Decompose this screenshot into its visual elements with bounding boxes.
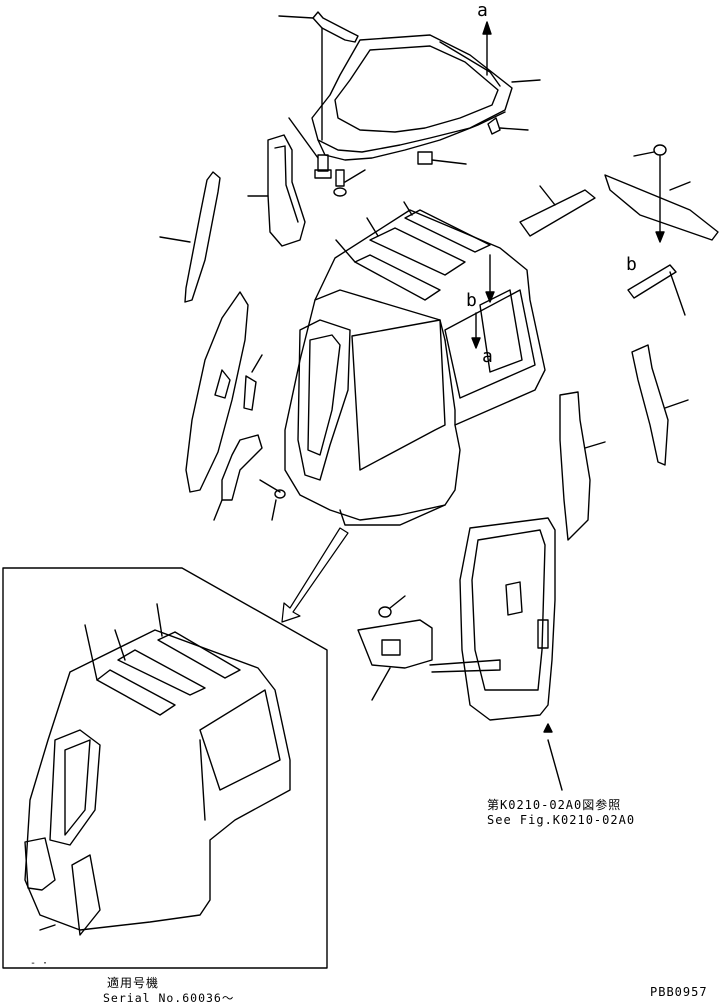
fastener bbox=[487, 117, 529, 135]
leader-line bbox=[403, 201, 413, 216]
trim-strip-right bbox=[627, 264, 686, 316]
callout-b-right: b bbox=[626, 254, 637, 275]
pillar-trim-left-long bbox=[159, 171, 221, 303]
arrow-head bbox=[482, 21, 492, 35]
leader-line bbox=[547, 739, 563, 791]
door bbox=[459, 517, 556, 721]
bolt bbox=[288, 117, 332, 179]
side-panel-left bbox=[185, 291, 263, 493]
arrow-head bbox=[543, 723, 553, 733]
pillar-trim-right bbox=[631, 344, 689, 466]
leader-line bbox=[511, 79, 541, 83]
inset-frame bbox=[2, 567, 328, 969]
trim-bar bbox=[519, 185, 596, 237]
cab-frame bbox=[284, 209, 546, 526]
reference-text-en: See Fig.K0210-02A0 bbox=[487, 813, 636, 827]
callout-a-mid: a bbox=[482, 346, 493, 367]
leader-line bbox=[278, 15, 314, 19]
clip-small bbox=[633, 144, 667, 157]
leader-line bbox=[366, 217, 379, 237]
block bbox=[417, 151, 467, 165]
stud bbox=[333, 169, 366, 197]
arrow-head bbox=[485, 291, 495, 303]
inset-arrow bbox=[281, 527, 349, 623]
door-handle bbox=[357, 595, 501, 701]
callout-a-top: a bbox=[477, 0, 488, 21]
roof-panel bbox=[311, 34, 513, 161]
roof-clip bbox=[312, 11, 359, 43]
callout-b-mid: b bbox=[466, 290, 477, 311]
inset-mark: - · bbox=[30, 958, 48, 969]
pillar-trim-center bbox=[559, 391, 606, 541]
arrow-head bbox=[471, 337, 481, 349]
arrow-head bbox=[655, 231, 665, 243]
reference-text-jp: 第K0210-02A0図参照 bbox=[487, 798, 622, 812]
drawing-code: PBB0957 bbox=[650, 985, 708, 999]
corner-trim-left-lower bbox=[213, 434, 286, 521]
pillar-trim-left-upper bbox=[247, 134, 306, 247]
serial-number: Serial No.60036～ bbox=[103, 991, 235, 1005]
rail-bracket bbox=[604, 174, 719, 241]
serial-label-jp: 適用号機 bbox=[107, 976, 160, 990]
inset-cab bbox=[24, 603, 291, 936]
leader-line bbox=[335, 239, 356, 263]
